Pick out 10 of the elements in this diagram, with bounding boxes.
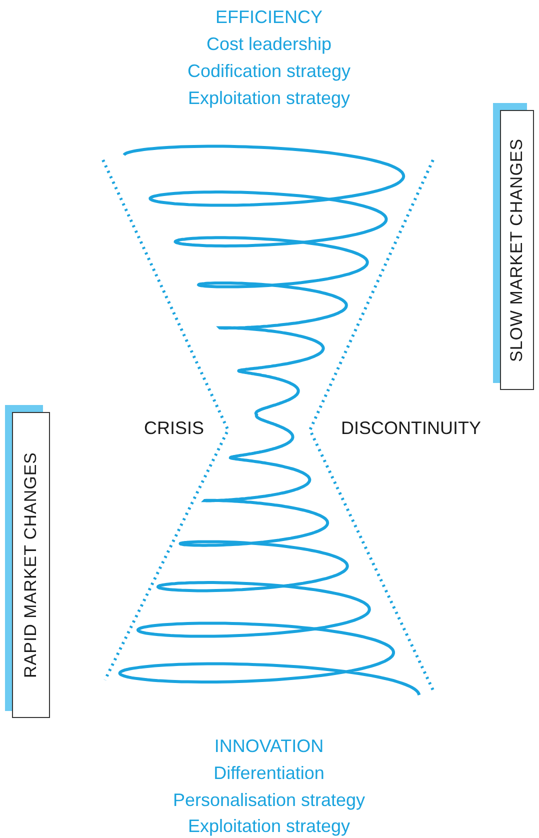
axis-label: CRISIS (144, 417, 204, 440)
strategy-label: Codification strategy (187, 60, 351, 83)
strategy-label: Cost leadership (206, 33, 332, 56)
strategy-label: Exploitation strategy (188, 815, 350, 838)
strategy-label: Exploitation strategy (188, 87, 350, 110)
axis-label: DISCONTINUITY (341, 417, 481, 440)
strategy-label: Differentiation (214, 762, 324, 785)
strategy-label: Personalisation strategy (172, 789, 366, 812)
heading: EFFICIENCY (216, 6, 322, 29)
heading: INNOVATION (214, 735, 324, 758)
